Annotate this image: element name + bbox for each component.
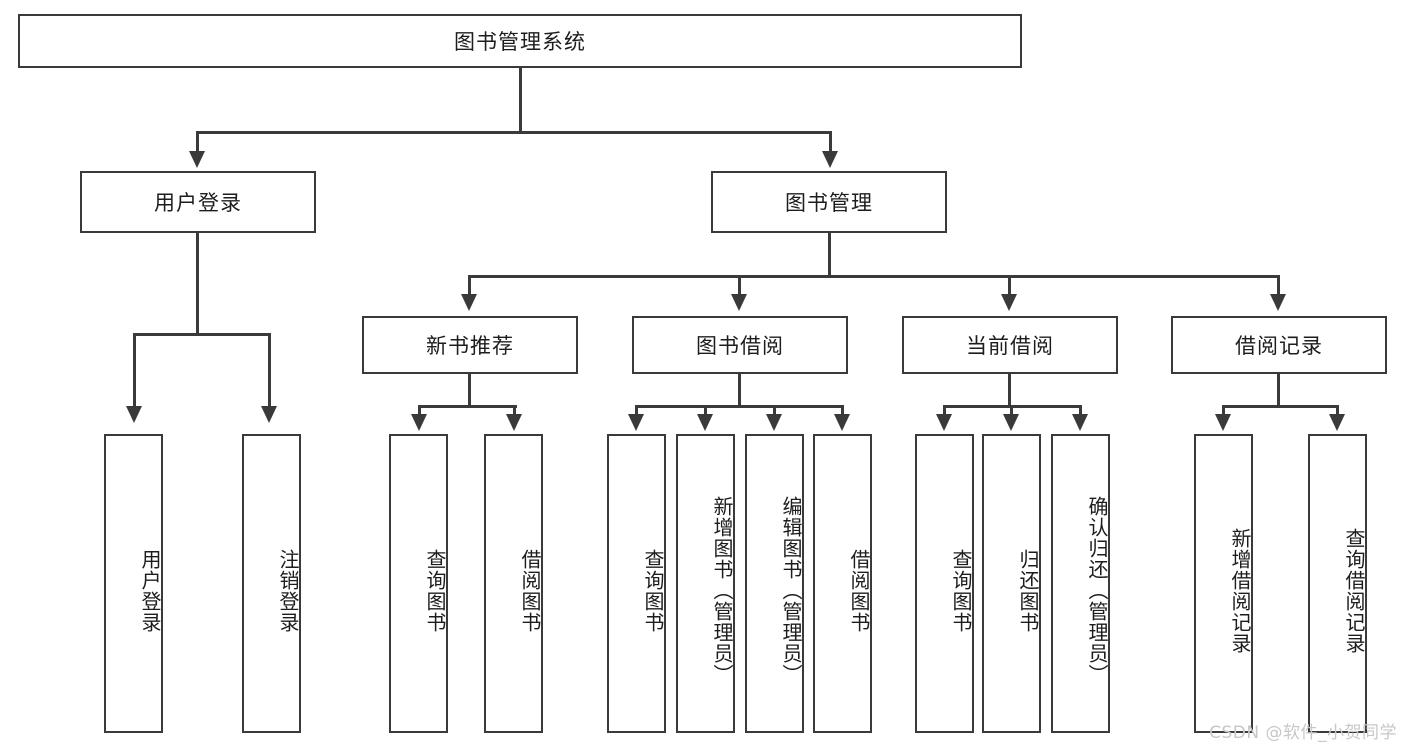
connector-root-bar bbox=[196, 131, 832, 134]
node-label: 新书推荐 bbox=[426, 334, 514, 358]
leaf-user-login-0[interactable]: 用户登录 bbox=[104, 434, 163, 733]
connector-book-mgmt-to-book-borrow bbox=[738, 275, 741, 296]
node-label: 归还图书 bbox=[1016, 548, 1040, 633]
node-new-book-recommend[interactable]: 新书推荐 bbox=[362, 316, 578, 374]
node-label: 图书管理 bbox=[785, 191, 873, 215]
connector-book-borrow-leaf-1 bbox=[704, 405, 707, 417]
arrowhead-book-mgmt-to-new-book bbox=[461, 294, 477, 311]
node-label: 图书管理系统 bbox=[454, 30, 586, 54]
arrowhead-book-borrow-leaf-3 bbox=[834, 414, 850, 431]
node-label: 借阅图书 bbox=[518, 548, 542, 633]
arrowhead-root-to-user-login bbox=[189, 151, 205, 168]
node-current-borrow[interactable]: 当前借阅 bbox=[902, 316, 1118, 374]
node-label: 查询图书 bbox=[949, 548, 973, 633]
connector-book-mgmt-to-new-book bbox=[468, 275, 471, 296]
arrowhead-borrow-record-leaf-0 bbox=[1215, 414, 1231, 431]
leaf-borrow-record-1[interactable]: 查询借阅记录 bbox=[1308, 434, 1367, 733]
connector-user-login-leaf-1 bbox=[268, 333, 271, 408]
arrowhead-new-book-leaf-0 bbox=[411, 414, 427, 431]
node-label: 新增借阅记录 bbox=[1228, 527, 1252, 654]
leaf-current-borrow-0[interactable]: 查询图书 bbox=[915, 434, 974, 733]
node-borrow-record[interactable]: 借阅记录 bbox=[1171, 316, 1387, 374]
node-label: 查询图书 bbox=[641, 548, 665, 633]
arrowhead-current-borrow-leaf-2 bbox=[1072, 414, 1088, 431]
arrowhead-book-borrow-leaf-2 bbox=[766, 414, 782, 431]
connector-root-to-book-mgmt bbox=[829, 131, 832, 153]
node-root-system[interactable]: 图书管理系统 bbox=[18, 14, 1022, 68]
arrowhead-current-borrow-leaf-1 bbox=[1003, 414, 1019, 431]
connector-root-stem bbox=[519, 68, 522, 133]
leaf-book-borrow-1[interactable]: 新增图书（管理员） bbox=[676, 434, 735, 733]
connector-borrow-record-leaf-0 bbox=[1222, 405, 1225, 417]
node-book-borrow[interactable]: 图书借阅 bbox=[632, 316, 848, 374]
connector-current-borrow-leaf-1 bbox=[1010, 405, 1013, 417]
arrowhead-book-mgmt-to-borrow-record bbox=[1270, 294, 1286, 311]
arrowhead-user-login-leaf-0 bbox=[126, 406, 142, 423]
leaf-book-borrow-0[interactable]: 查询图书 bbox=[607, 434, 666, 733]
connector-book-borrow-bar bbox=[635, 405, 843, 408]
connector-new-book-leaf-0 bbox=[418, 405, 421, 417]
arrowhead-root-to-book-mgmt bbox=[822, 151, 838, 168]
connector-borrow-record-leaf-1 bbox=[1336, 405, 1339, 417]
node-label: 查询借阅记录 bbox=[1342, 527, 1366, 654]
node-label: 借阅图书 bbox=[847, 548, 871, 633]
connector-new-book-bar bbox=[418, 405, 517, 408]
node-book-management[interactable]: 图书管理 bbox=[711, 171, 947, 233]
node-label: 新增图书（管理员） bbox=[710, 496, 734, 685]
connector-book-mgmt-to-current-borrow bbox=[1008, 275, 1011, 296]
connector-book-mgmt-to-borrow-record bbox=[1277, 275, 1280, 296]
connector-current-borrow-leaf-0 bbox=[943, 405, 946, 417]
arrowhead-book-borrow-leaf-0 bbox=[628, 414, 644, 431]
arrowhead-book-mgmt-to-book-borrow bbox=[731, 294, 747, 311]
node-label: 注销登录 bbox=[276, 548, 300, 633]
node-label: 确认归还（管理员） bbox=[1085, 496, 1109, 685]
arrowhead-new-book-leaf-1 bbox=[506, 414, 522, 431]
arrowhead-current-borrow-leaf-0 bbox=[936, 414, 952, 431]
leaf-book-borrow-2[interactable]: 编辑图书（管理员） bbox=[745, 434, 804, 733]
connector-book-borrow-leaf-2 bbox=[773, 405, 776, 417]
node-label: 用户登录 bbox=[138, 548, 162, 633]
connector-book-borrow-leaf-3 bbox=[841, 405, 844, 417]
connector-borrow-record-bar bbox=[1222, 405, 1339, 408]
connector-new-book-leaf-1 bbox=[513, 405, 516, 417]
node-label: 借阅记录 bbox=[1235, 334, 1323, 358]
node-label: 用户登录 bbox=[154, 191, 242, 215]
connector-current-borrow-stem bbox=[1008, 374, 1011, 407]
leaf-current-borrow-2[interactable]: 确认归还（管理员） bbox=[1051, 434, 1110, 733]
arrowhead-book-borrow-leaf-1 bbox=[697, 414, 713, 431]
connector-book-borrow-stem bbox=[738, 374, 741, 407]
leaf-new-book-recommend-1[interactable]: 借阅图书 bbox=[484, 434, 543, 733]
connector-new-book-stem bbox=[468, 374, 471, 407]
connector-user-login-leaf-0 bbox=[133, 333, 136, 408]
node-label: 当前借阅 bbox=[966, 334, 1054, 358]
arrowhead-user-login-leaf-1 bbox=[261, 406, 277, 423]
connector-root-to-user-login bbox=[196, 131, 199, 153]
leaf-borrow-record-0[interactable]: 新增借阅记录 bbox=[1194, 434, 1253, 733]
connector-book-mgmt-bar bbox=[468, 275, 1280, 278]
leaf-new-book-recommend-0[interactable]: 查询图书 bbox=[389, 434, 448, 733]
node-label: 查询图书 bbox=[423, 548, 447, 633]
node-label: 图书借阅 bbox=[696, 334, 784, 358]
arrowhead-borrow-record-leaf-1 bbox=[1329, 414, 1345, 431]
connector-current-borrow-leaf-2 bbox=[1079, 405, 1082, 417]
node-label: 编辑图书（管理员） bbox=[779, 496, 803, 685]
arrowhead-book-mgmt-to-current-borrow bbox=[1001, 294, 1017, 311]
leaf-current-borrow-1[interactable]: 归还图书 bbox=[982, 434, 1041, 733]
connector-book-mgmt-stem bbox=[828, 233, 831, 277]
node-user-login[interactable]: 用户登录 bbox=[80, 171, 316, 233]
connector-book-borrow-leaf-0 bbox=[635, 405, 638, 417]
leaf-user-login-1[interactable]: 注销登录 bbox=[242, 434, 301, 733]
connector-borrow-record-stem bbox=[1277, 374, 1280, 407]
connector-user-login-stem bbox=[196, 233, 199, 335]
connector-user-login-bar bbox=[133, 333, 270, 336]
leaf-book-borrow-3[interactable]: 借阅图书 bbox=[813, 434, 872, 733]
